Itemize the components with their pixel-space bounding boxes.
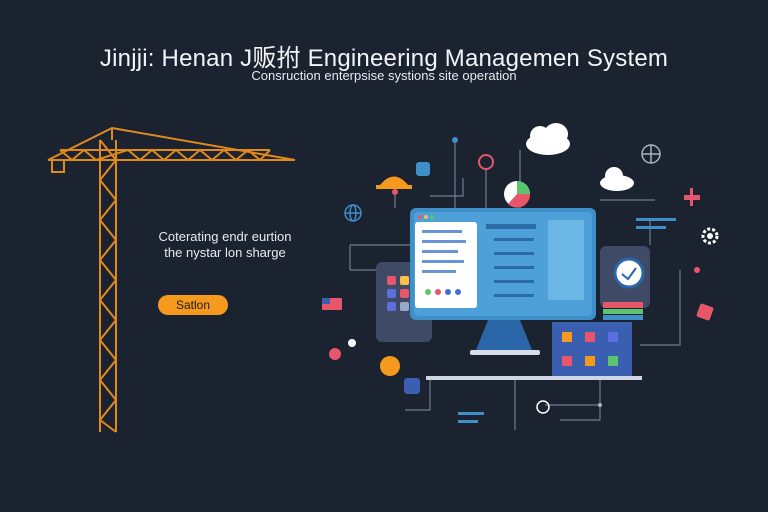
hard-hat-icon (376, 176, 412, 189)
node-dot (348, 339, 356, 347)
node-ring (536, 400, 550, 414)
compass-icon (641, 144, 661, 164)
target-ring (478, 154, 494, 170)
desk-line (426, 376, 642, 380)
grid-icon (404, 378, 420, 394)
clock-icon (613, 257, 645, 289)
chat-icon (416, 162, 430, 176)
cloud-icon-small (600, 167, 634, 191)
hero-line-1: Coterating endr eurtion (158, 229, 292, 244)
building-icon (552, 322, 632, 378)
globe-icon (344, 204, 362, 222)
node-dot (694, 267, 700, 273)
page-title: Jinjji: Henan J贩拊 Engineering Managemen … (99, 45, 669, 72)
hero-text: Coterating endr eurtion the nystar lon s… (140, 229, 310, 261)
tower-crane-icon (47, 126, 296, 433)
node-dot (452, 137, 458, 143)
pie-chart-icon (504, 181, 531, 208)
node-dot (329, 348, 341, 360)
timer-icon (380, 356, 400, 376)
node-dot (598, 403, 602, 407)
checklist-icon (415, 215, 477, 308)
text-lines (458, 218, 676, 423)
page-subtitle: Consruction enterpsise systions site ope… (251, 68, 517, 83)
hero-line-2: the nystar lon sharge (164, 245, 286, 260)
cta-button[interactable]: Satlon (158, 295, 228, 315)
data-list (486, 220, 584, 300)
square-badge (696, 303, 714, 321)
signpost-icon (684, 188, 700, 206)
app-grid (387, 276, 409, 311)
stack-layers (603, 302, 643, 320)
node-dot (392, 189, 398, 195)
gear-icon (701, 227, 719, 245)
cloud-icon (526, 123, 570, 155)
flag-icon (322, 298, 342, 310)
